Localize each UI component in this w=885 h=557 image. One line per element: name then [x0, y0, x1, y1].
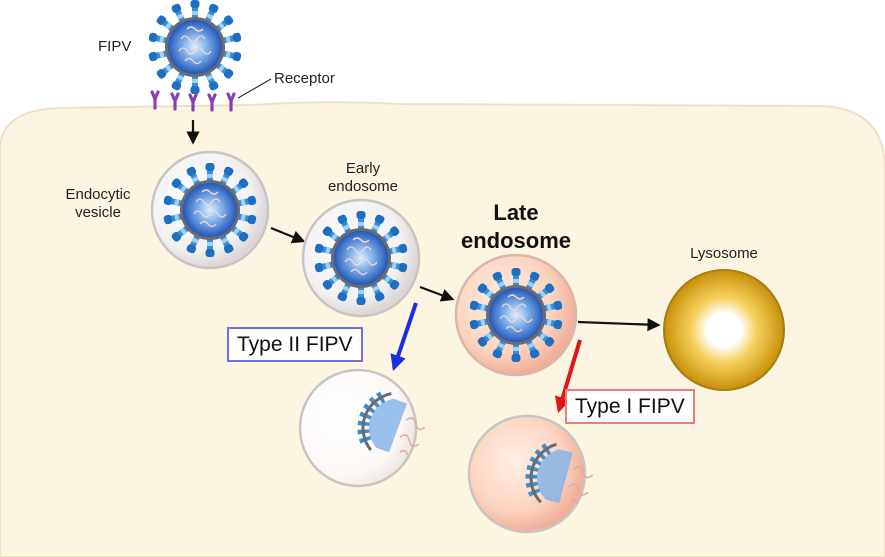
type2-fusion-vesicle — [298, 368, 418, 488]
fipv-virus — [147, 0, 243, 95]
type1-fipv-box: Type I FIPV — [565, 389, 695, 425]
type2-fused-virus — [357, 391, 426, 456]
arrow-icon — [419, 285, 455, 302]
type1-fusion-vesicle — [467, 414, 587, 534]
lysosome-label: Lysosome — [690, 245, 758, 262]
receptor-label: Receptor — [274, 70, 335, 87]
type2-fipv-box: Type II FIPV — [227, 327, 363, 363]
early-endosome-label: Early endosome — [327, 160, 399, 195]
type1-arrow — [555, 339, 582, 414]
receptor-icon — [150, 90, 236, 112]
lysosome — [663, 269, 785, 391]
arrow-icon — [577, 318, 661, 332]
arrow-icon — [270, 226, 306, 244]
endocytic-vesicle-label: Endocytic vesicle — [65, 186, 131, 221]
type2-arrow — [390, 302, 418, 372]
late-endosome-label: Late endosome — [460, 200, 572, 253]
type1-fused-virus — [525, 442, 594, 505]
fipv-label: FIPV — [98, 38, 132, 55]
receptor-pointer — [237, 78, 272, 99]
